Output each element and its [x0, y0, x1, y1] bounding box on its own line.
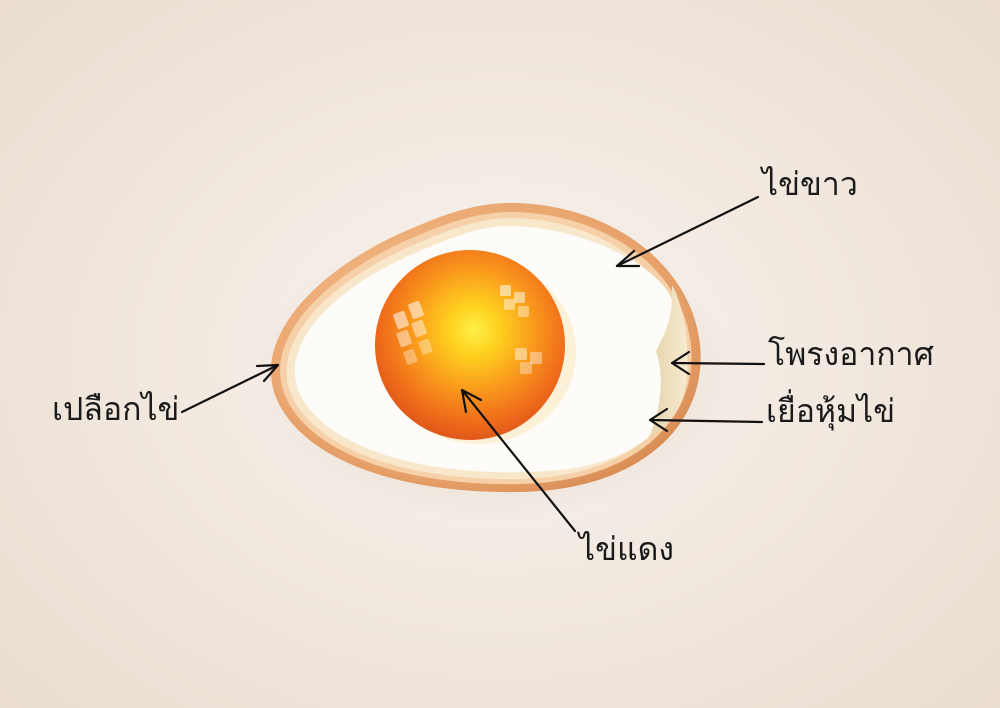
- arrow-air-cell: [670, 350, 766, 376]
- yolk-highlight: [393, 285, 542, 374]
- arrow-shell-membrane: [648, 407, 764, 433]
- arrow-eggshell: [180, 363, 280, 414]
- label-egg-white: ไข่ขาว: [762, 165, 858, 203]
- label-yolk: ไข่แดง: [579, 530, 674, 568]
- arrow-yolk: [460, 388, 577, 533]
- arrows: [180, 195, 766, 533]
- arrow-egg-white: [615, 195, 760, 268]
- label-air-cell: โพรงอากาศ: [768, 335, 934, 373]
- label-eggshell: เปลือกไข่: [52, 390, 180, 428]
- air-cell: [650, 285, 688, 436]
- label-shell-membrane: เยื่อหุ้มไข่: [766, 392, 896, 430]
